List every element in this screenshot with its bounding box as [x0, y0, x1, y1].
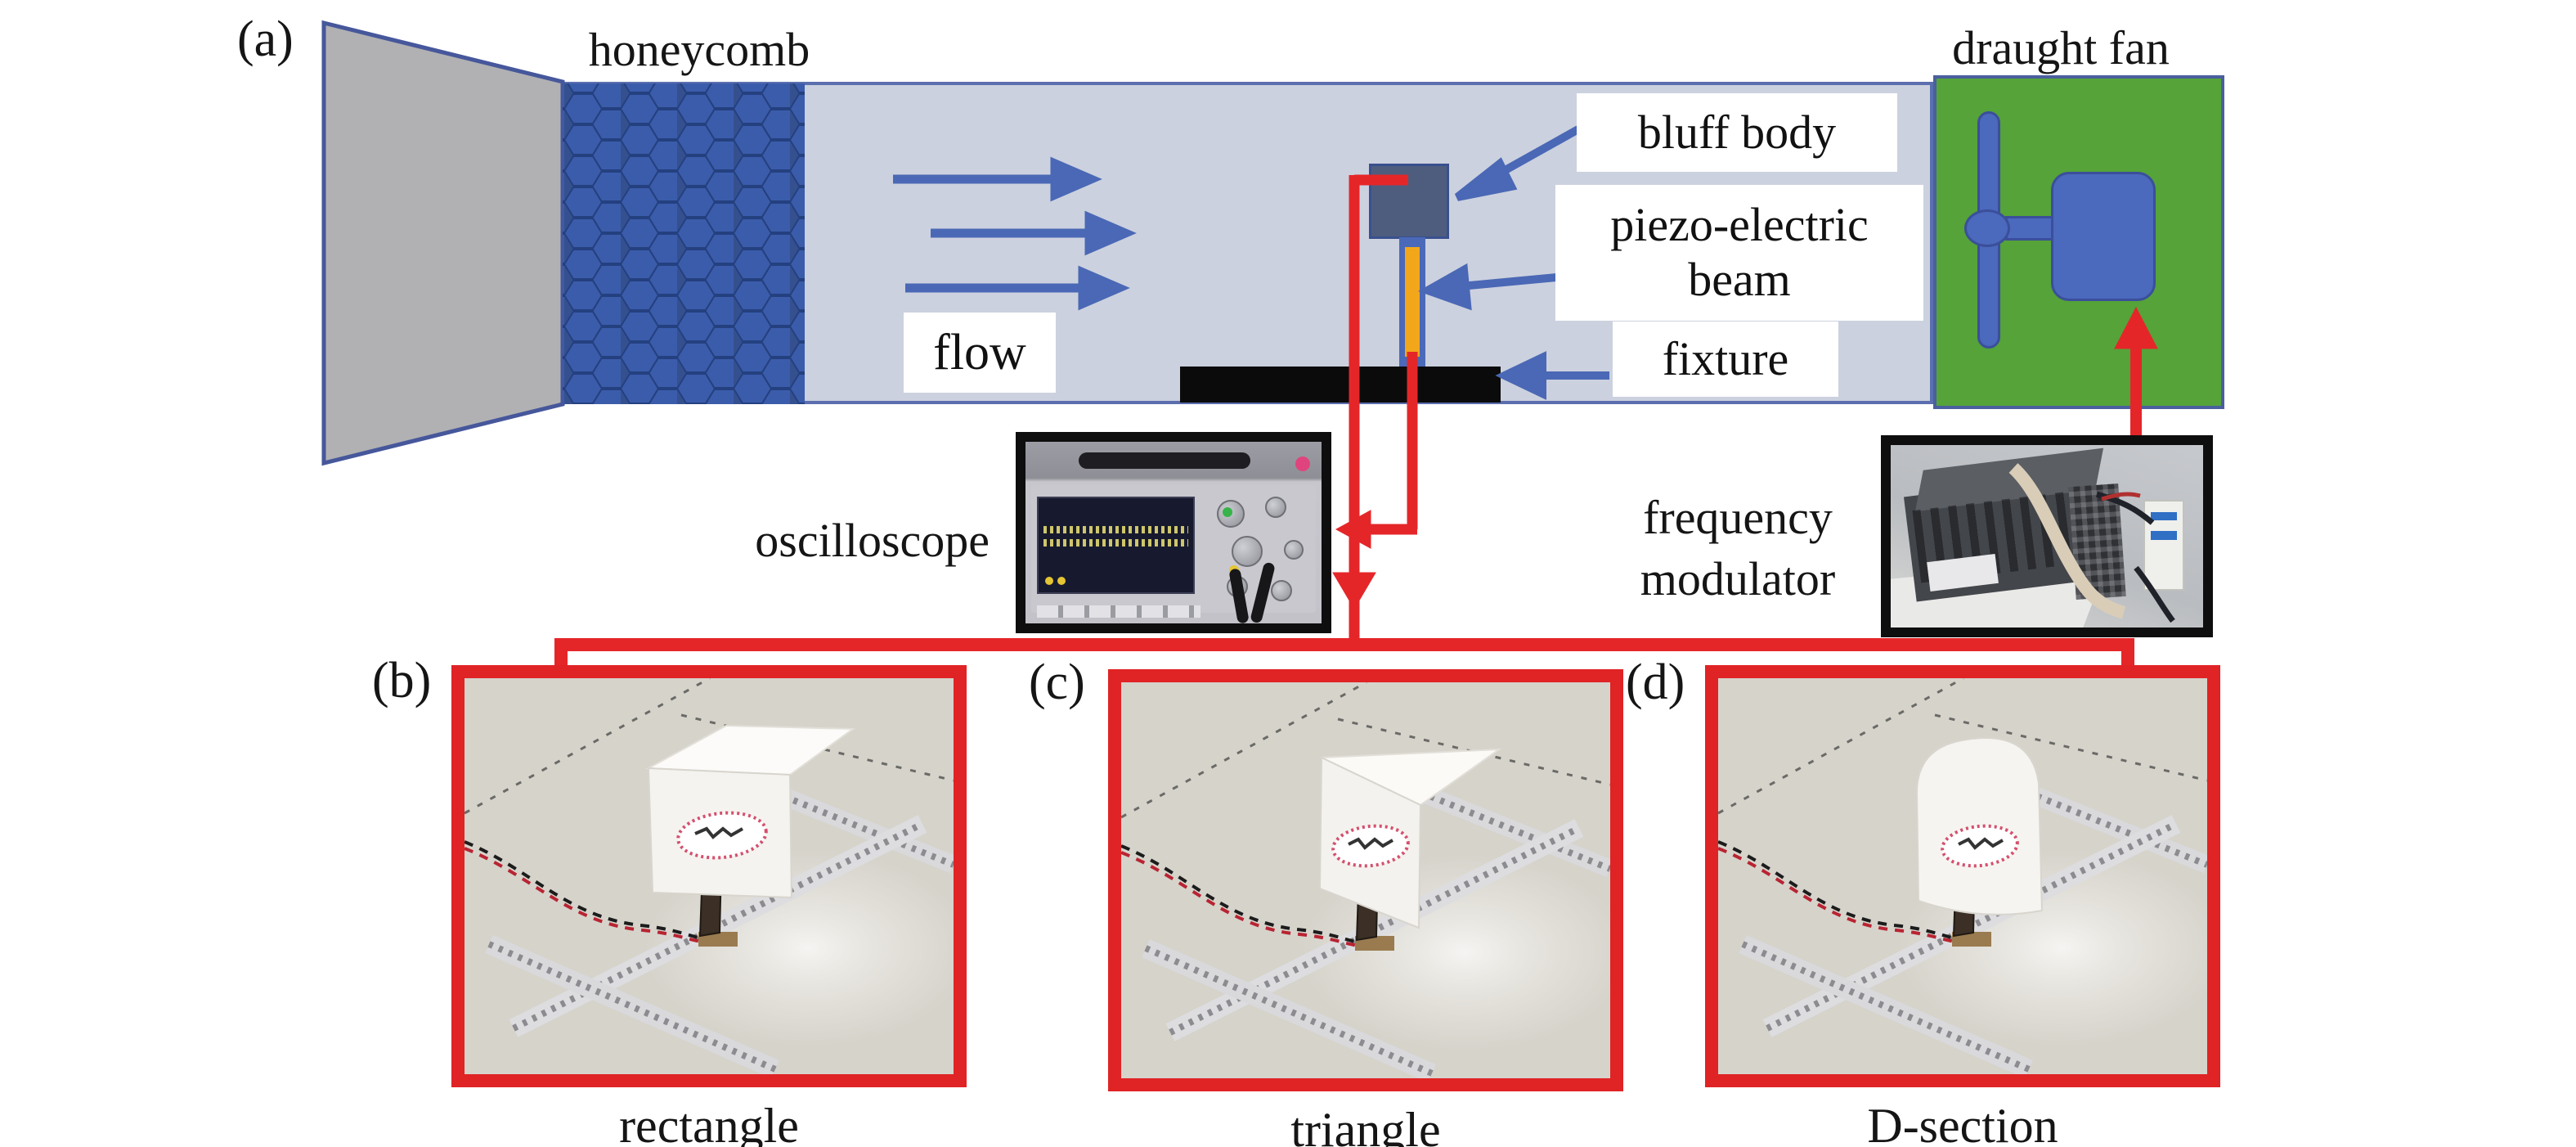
label-sticker: [1331, 824, 1410, 868]
fixture-label: fixture: [1662, 331, 1789, 385]
sticker-writing: [1958, 837, 2004, 850]
wire-red: [464, 847, 702, 943]
panel-c-label: (c): [1029, 654, 1085, 710]
scope-knob: [1231, 536, 1263, 568]
panel-d-scene: [1717, 677, 2225, 1078]
bluff-body-label: bluff body: [1637, 105, 1837, 159]
tile-seam: [1120, 681, 1367, 819]
tile-seams: [1717, 677, 2208, 815]
harvester-wire: [1717, 840, 1956, 943]
red-lead: [2101, 492, 2141, 502]
rail-holes: [1389, 777, 1612, 872]
bluff-body-label-box: bluff body: [1577, 93, 1897, 172]
rail: [1739, 935, 2033, 1078]
wire-down-arrowhead: [1332, 572, 1376, 609]
bluff-body-shape: [1369, 164, 1449, 239]
panel-d-label: (d): [1626, 654, 1685, 710]
panel-b-scene: [464, 677, 972, 1078]
wire-red: [1717, 847, 1956, 943]
panel-c-scene: [1120, 681, 1628, 1082]
frequency-modulator-label-line2: modulator: [1640, 551, 1836, 605]
panel-d-photo: [1705, 665, 2225, 1087]
piezo-beam-label-line2: beam: [1688, 253, 1791, 306]
tile-seams: [1120, 681, 1611, 819]
waveform-trace: [1043, 526, 1189, 534]
beam-clamp: [1355, 936, 1394, 951]
harvester-wire: [464, 840, 702, 943]
piezo-beam-patch: [1405, 247, 1420, 357]
modulator-cables: [2008, 463, 2175, 623]
tile-seam: [1337, 717, 1611, 786]
tile-seam: [1934, 713, 2208, 782]
panel-b-photo: [451, 665, 972, 1087]
beam-clamp: [698, 932, 738, 947]
waveform-trace: [1043, 539, 1189, 547]
inlet-contraction: [321, 20, 565, 466]
piezo-beam-label-line1: piezo-electric: [1610, 198, 1869, 252]
rail: [1142, 939, 1436, 1082]
panel-b-label: (b): [372, 653, 432, 708]
panel-a-label: (a): [237, 11, 294, 67]
label-sticker: [676, 811, 768, 860]
scope-knob: [1270, 579, 1292, 601]
frequency-modulator-label-line1: frequency: [1643, 491, 1833, 544]
tile-seam: [1717, 677, 1964, 815]
oscilloscope-handle: [1079, 452, 1251, 470]
oscilloscope-label: oscilloscope: [755, 514, 990, 567]
oscilloscope-screen: [1037, 496, 1195, 595]
scope-knob: [1284, 539, 1304, 560]
harvester-wire: [1120, 844, 1359, 947]
piezo-beam-label-box: piezo-electric beam: [1555, 185, 1923, 321]
frequency-modulator-photo: [1881, 435, 2213, 637]
wire-scope-arrowhead: [1335, 510, 1371, 549]
ribbon-cable: [2008, 463, 2126, 619]
panel-c-caption: triangle: [1290, 1103, 1441, 1147]
sticker-writing: [694, 826, 743, 839]
oscilloscope-photo: [1016, 432, 1331, 633]
pink-button: [1295, 456, 1310, 471]
scope-knob: [1264, 496, 1286, 518]
bluff-body-rectangle: [645, 724, 855, 899]
sticker-writing: [1348, 837, 1394, 850]
breaker-stripe: [2151, 531, 2178, 540]
fixture-label-box: fixture: [1613, 322, 1838, 397]
wire-red: [1120, 851, 1359, 947]
fan-shaft-icon: [2005, 216, 2054, 241]
screen-marker: [1057, 576, 1066, 585]
frequency-modulator-photo-content: [1891, 445, 2203, 627]
rail-holes: [1986, 773, 2209, 868]
fan-hub-icon: [1964, 209, 2010, 247]
scope-knob: [1216, 500, 1245, 529]
flow-label: flow: [933, 324, 1026, 380]
bluff-body-d-section: [1915, 737, 2044, 915]
circuit-breaker: [2143, 499, 2185, 591]
rail: [485, 935, 779, 1078]
label-sticker: [1941, 824, 2019, 868]
fan-motor-icon: [2051, 172, 2156, 301]
green-led: [1223, 506, 1233, 517]
panel-c-photo: [1108, 669, 1628, 1091]
tile-seam: [464, 677, 711, 815]
panel-b-caption: rectangle: [619, 1099, 799, 1147]
draught-fan-label: draught fan: [1952, 21, 2170, 74]
oscilloscope-photo-content: [1025, 442, 1322, 623]
floor-sheen: [644, 850, 972, 1046]
bluff-body-triangle: [1318, 748, 1502, 929]
panel-d-caption: D-section: [1867, 1099, 2058, 1147]
scope-button-row: [1037, 605, 1200, 618]
honeycomb-label: honeycomb: [588, 23, 810, 76]
screen-marker: [1044, 576, 1053, 585]
beam-clamp: [1952, 932, 1991, 947]
dark-wire: [2134, 565, 2175, 623]
flow-label-box: flow: [904, 313, 1056, 393]
frequency-modulator-label: frequency modulator: [1595, 491, 1881, 606]
breaker-stripe: [2151, 511, 2178, 521]
fixture-bar: [1180, 367, 1501, 403]
rail-holes: [733, 773, 955, 868]
